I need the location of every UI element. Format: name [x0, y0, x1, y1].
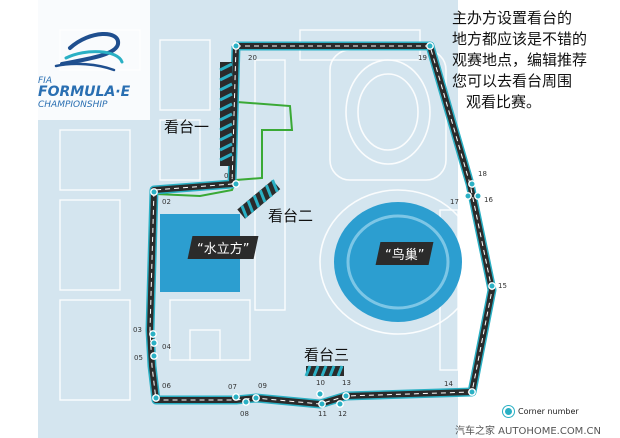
corner-number-label: 02 — [162, 198, 171, 206]
corner-number-label: 15 — [498, 282, 507, 290]
corner-number-label: 12 — [338, 410, 347, 418]
water-cube-text: “水立方” — [197, 242, 250, 257]
corner-number-label: 03 — [133, 326, 142, 334]
corner-marker — [316, 390, 324, 398]
stand-three-label: 看台三 — [304, 346, 350, 364]
corner-number-label: 06 — [162, 382, 171, 390]
corner-marker — [474, 192, 482, 200]
note-line: 主办方设置看台的 — [452, 9, 573, 27]
corner-marker — [150, 188, 158, 196]
watermark: 汽车之家 AUTOHOME.COM.CN — [455, 426, 601, 437]
grandstand-three — [304, 365, 344, 377]
corner-marker — [318, 400, 326, 408]
note-line: 您可以去看台周围 — [452, 72, 573, 90]
water-cube-label: “水立方” — [187, 236, 259, 259]
corner-number-label: 10 — [316, 379, 325, 387]
note-line: 观看比赛。 — [466, 93, 542, 111]
corner-number-label: 13 — [342, 379, 351, 387]
corner-marker — [150, 339, 158, 347]
legend: Corner number — [503, 406, 579, 417]
pit-lane — [155, 101, 294, 198]
corner-dot-icon — [503, 406, 514, 417]
corner-marker — [488, 282, 496, 290]
corner-marker — [232, 42, 240, 50]
corner-marker — [468, 180, 476, 188]
editor-note: 主办方设置看台的 地方都应该是不错的 观赛地点，编辑推荐 您可以去看台周围 观看… — [452, 8, 618, 113]
grandstand-one — [219, 62, 233, 166]
corner-number-label: 18 — [478, 170, 487, 178]
corner-number-label: 09 — [258, 382, 267, 390]
corner-number-label: 16 — [484, 196, 493, 204]
corner-number-label: 04 — [162, 343, 171, 351]
corner-marker — [468, 388, 476, 396]
city-blocks — [59, 29, 459, 401]
corner-number-label: 01 — [224, 172, 233, 180]
stand-one-label: 看台一 — [164, 118, 210, 136]
corner-marker — [336, 400, 344, 408]
logo-championship: CHAMPIONSHIP — [38, 100, 108, 110]
logo-fia: FIA — [38, 76, 52, 86]
stand-two-label: 看台二 — [268, 207, 314, 225]
corner-marker — [152, 394, 160, 402]
corner-marker — [426, 42, 434, 50]
corner-number-label: 08 — [240, 410, 249, 418]
corner-number-label: 17 — [450, 198, 459, 206]
corner-marker — [150, 352, 158, 360]
note-line: 地方都应该是不错的 — [452, 30, 588, 48]
birds-nest-text: “鸟巢” — [385, 248, 425, 263]
corner-marker — [252, 394, 260, 402]
map-margin — [458, 0, 620, 438]
formula-e-logo-mark — [54, 31, 124, 72]
grandstand-two — [237, 179, 281, 219]
corner-marker — [149, 330, 157, 338]
corner-marker — [232, 393, 240, 401]
corner-number-label: 05 — [134, 354, 143, 362]
corner-markers: 01 02 03 04 05 06 07 08 09 10 11 12 13 14 15 16 17 18 19 20 — [133, 42, 507, 418]
birds-nest-inner-ring — [346, 214, 450, 310]
logo-formula-e: FORMULA·E — [38, 84, 131, 100]
corner-marker — [242, 398, 250, 406]
birds-nest-label: “鸟巢” — [375, 242, 434, 265]
legend-label: Corner number — [518, 407, 579, 416]
note-line: 观赛地点，编辑推荐 — [452, 51, 588, 69]
corner-number-label: 07 — [228, 383, 237, 391]
corner-marker — [464, 192, 472, 200]
corner-marker — [232, 180, 240, 188]
corner-number-label: 11 — [318, 410, 327, 418]
corner-marker — [342, 392, 350, 400]
corner-number-label: 19 — [418, 54, 427, 62]
corner-number-label: 14 — [444, 380, 453, 388]
corner-number-label: 20 — [248, 54, 257, 62]
